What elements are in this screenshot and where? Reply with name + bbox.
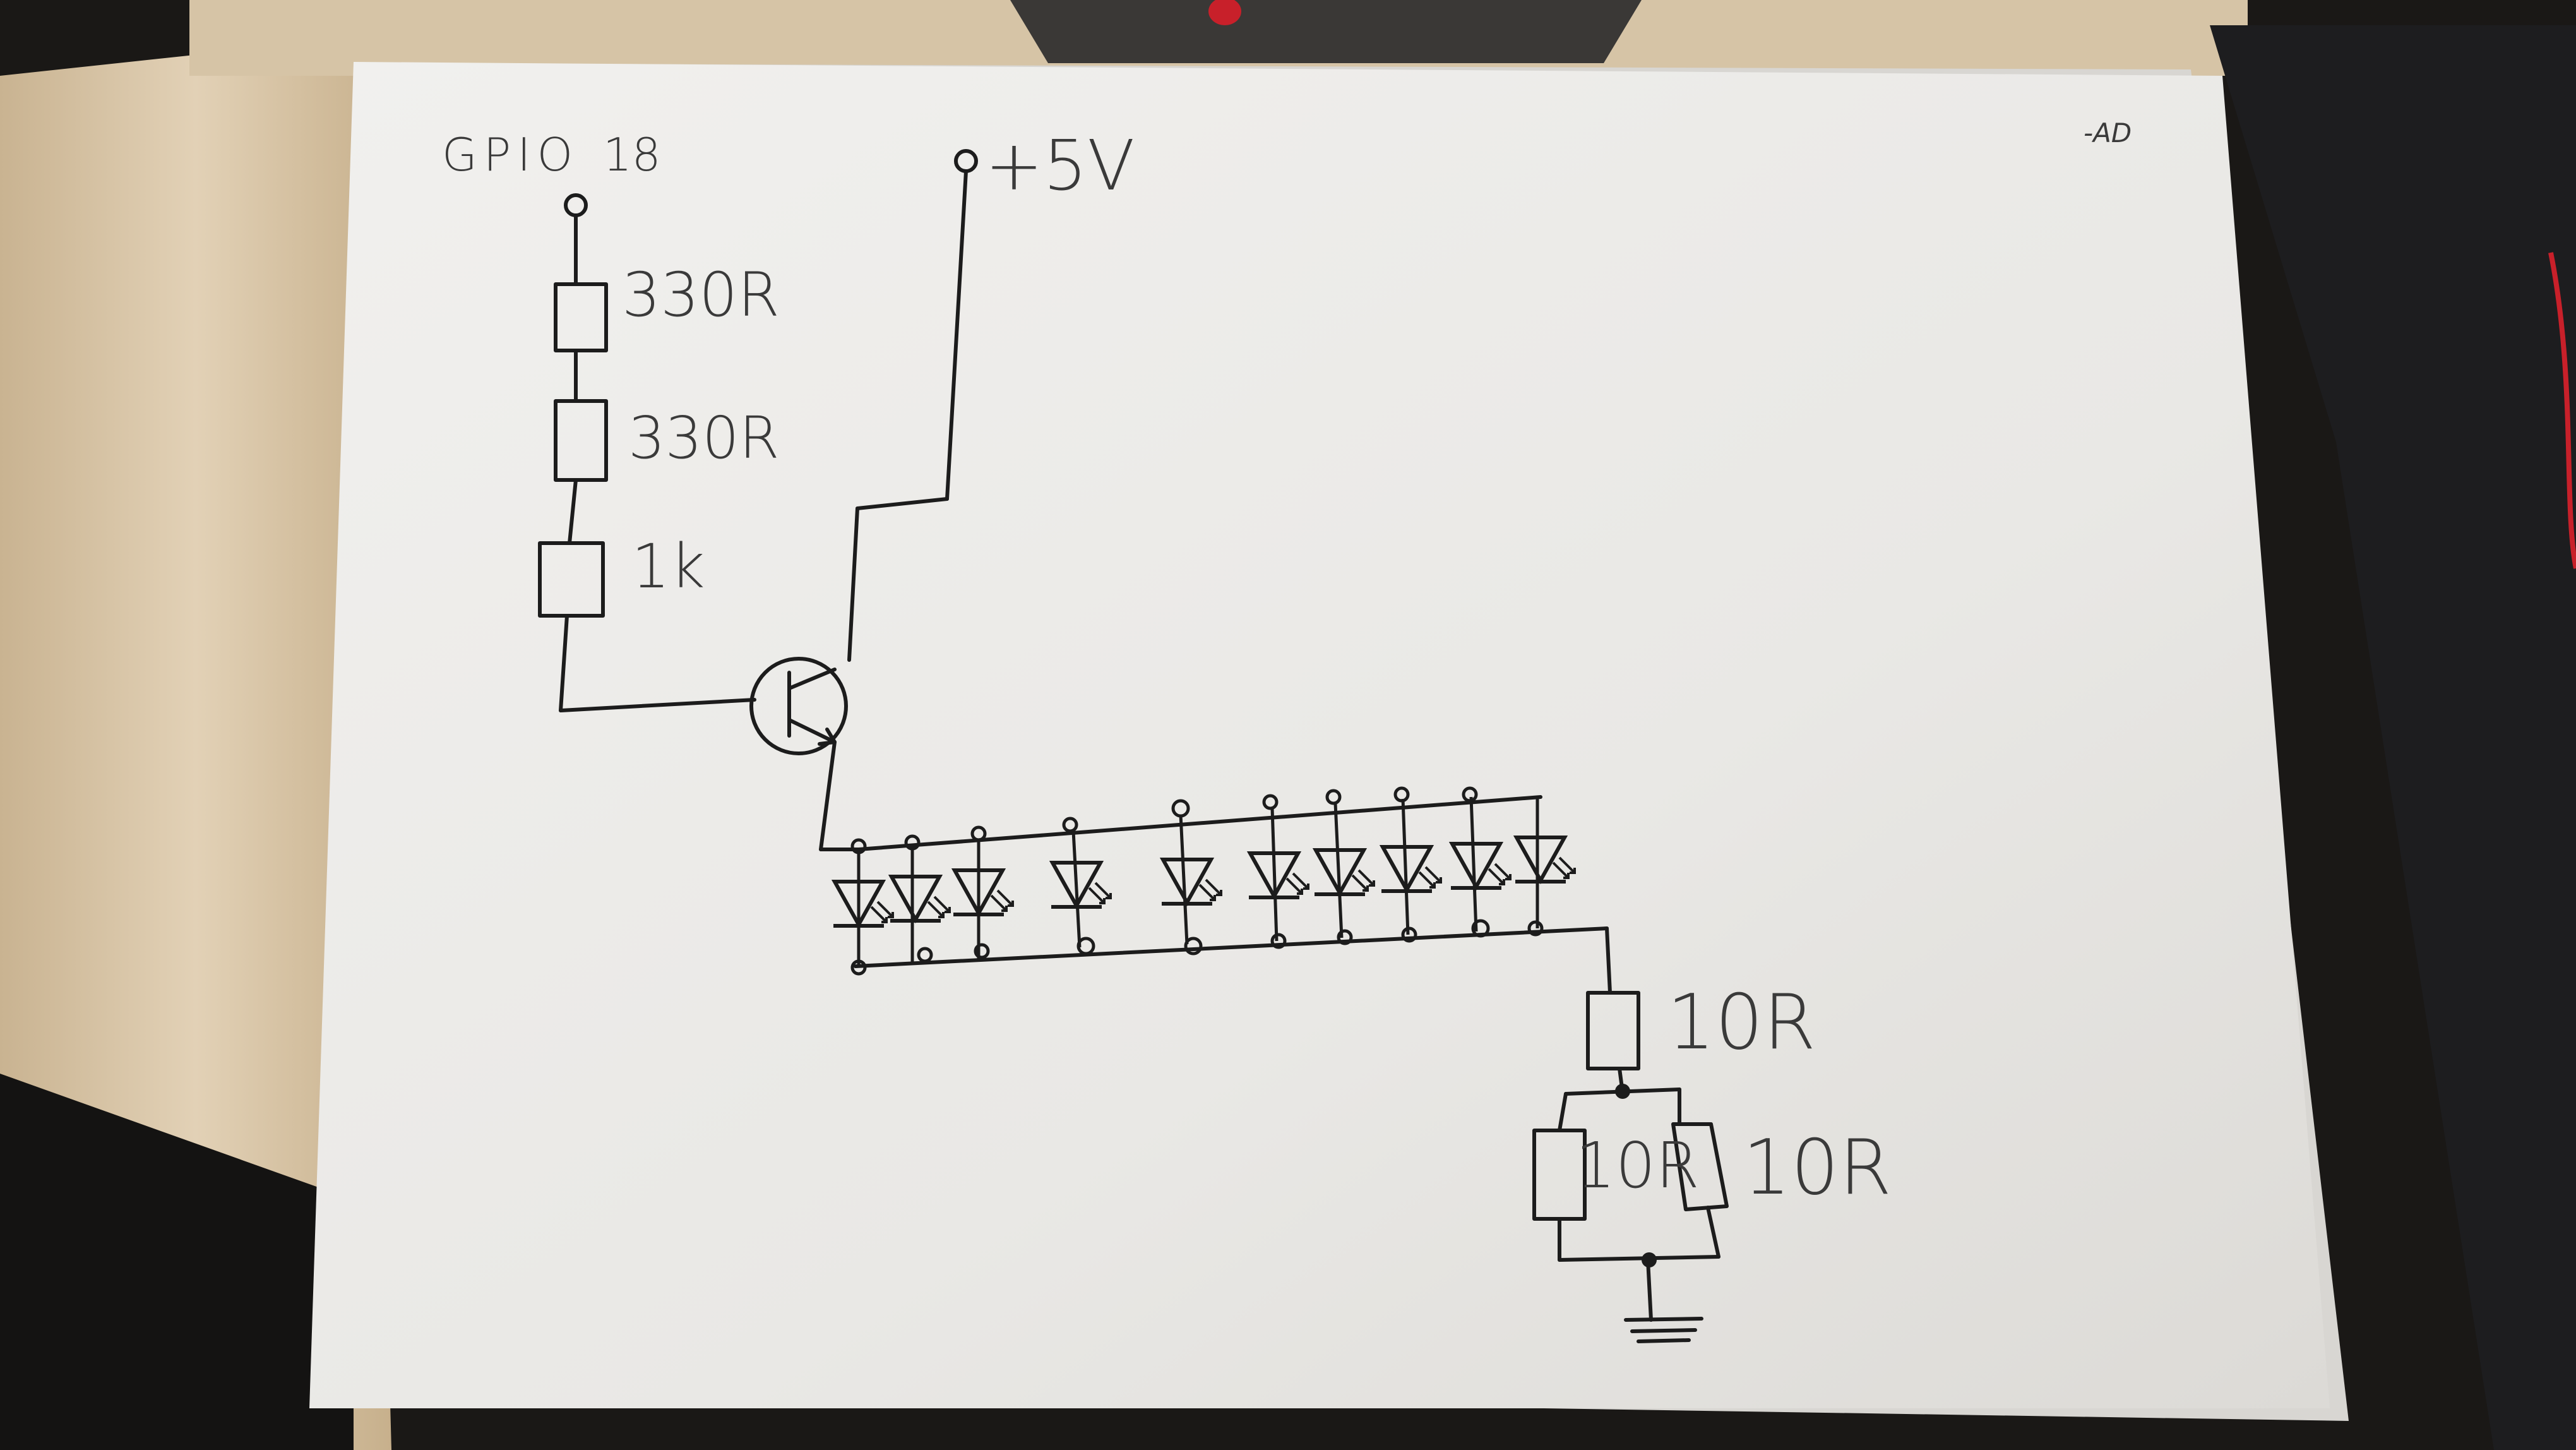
corner-mark: -AD [2084,117,2132,148]
led-7 [1315,789,1374,945]
mousepad [2210,25,2576,1450]
led-10 [1515,797,1575,937]
gpio-pin-label: 18 [603,128,661,181]
supply-label: +5V [985,125,1135,206]
led-5 [1162,799,1221,956]
led-8 [1381,786,1441,943]
desk-shadow [0,1074,354,1450]
led-4 [1051,817,1111,956]
paper-sheet [309,62,2330,1408]
red-cable [2548,252,2576,569]
junction-dots [1615,1084,1657,1267]
resistor-parallel-right-label: 10R [1743,1124,1892,1212]
led-2 [890,834,950,963]
resistor-3-label: 1k [631,531,705,602]
red-led-indicator [1208,0,1241,25]
desk-left [0,38,391,1450]
gpio-label: GPIO [442,128,579,181]
led-9 [1451,786,1510,938]
led-array [833,786,1575,976]
resistor-2-label: 330R [628,404,780,472]
resistor-1-label: 330R [622,260,780,330]
keyboard-edge [1010,0,1642,63]
resistor-parallel-left-label: 10R [1575,1129,1700,1202]
resistor-led-label: 10R [1667,979,1816,1067]
led-6 [1249,794,1308,949]
led-1 [833,838,893,976]
led-3 [953,825,1013,959]
